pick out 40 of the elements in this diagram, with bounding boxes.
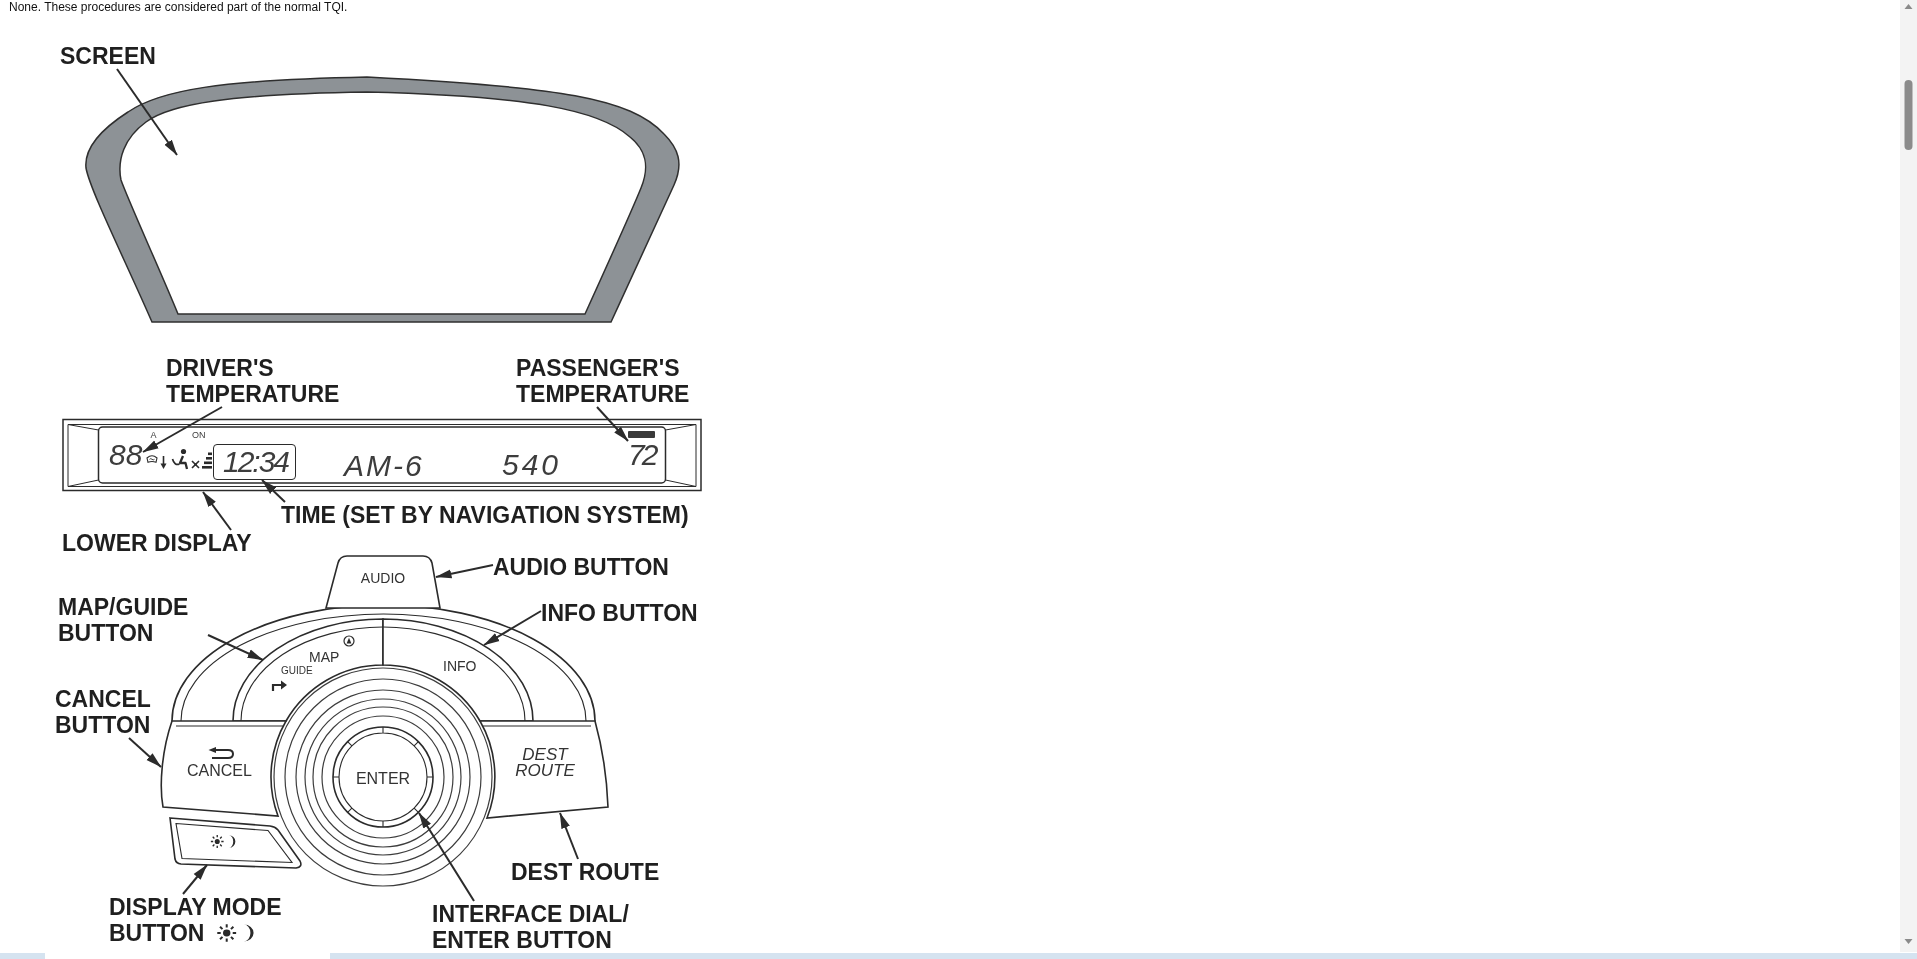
callout-label: SCREEN [60, 43, 156, 69]
display-mode-button [166, 816, 305, 870]
cancel-button: CANCEL [157, 719, 288, 818]
leader-arrow [435, 564, 494, 579]
leader-arrow [261, 479, 286, 503]
temperature-readout: 72 [628, 440, 659, 470]
callout-label: DRIVER'S TEMPERATURE [166, 355, 348, 407]
screen-bezel [83, 75, 682, 325]
leader-arrow [128, 737, 162, 768]
callout-label: INTERFACE DIAL/ ENTER BUTTON [432, 901, 652, 953]
callout-label: TIME (SET BY NAVIGATION SYSTEM) [281, 502, 689, 528]
leader-arrow [116, 68, 178, 156]
indicator-text: A [150, 430, 157, 440]
frequency-readout: 540 [502, 450, 562, 480]
callout-label: PASSENGER'S TEMPERATURE [516, 355, 700, 407]
map-guide-button: MAP GUIDE [231, 617, 385, 723]
clock-readout: 12:34 [213, 444, 296, 480]
callout-label: INFO BUTTON [541, 600, 698, 626]
leader-arrow [418, 812, 475, 902]
audio-button: AUDIO [324, 554, 442, 610]
indicator-text: ON [192, 430, 206, 440]
callout-label: MAP/GUIDE BUTTON [58, 594, 208, 646]
dest-route-button: DEST ROUTE [478, 719, 610, 820]
callout-label: AUDIO BUTTON [493, 554, 669, 580]
leader-arrow [596, 406, 629, 442]
note-text: None. These procedures are considered part of the normal TQI. [9, 0, 348, 14]
enter-button: ENTER [331, 725, 435, 829]
callout-label: DISPLAY MODE BUTTON [109, 894, 295, 946]
callout-label: DEST ROUTE [511, 859, 660, 885]
leader-arrow [483, 610, 542, 646]
callout-label: LOWER DISPLAY [62, 530, 252, 556]
leader-arrow [142, 406, 223, 453]
leader-arrow [559, 812, 579, 860]
radio-band-readout: AM-6 [344, 451, 424, 481]
temperature-readout: 88 [109, 440, 143, 470]
info-button: INFO [381, 617, 535, 723]
leader-arrow [182, 864, 208, 895]
leader-arrow [207, 634, 264, 661]
lower-display-panel [62, 418, 702, 492]
leader-arrow [202, 491, 232, 531]
